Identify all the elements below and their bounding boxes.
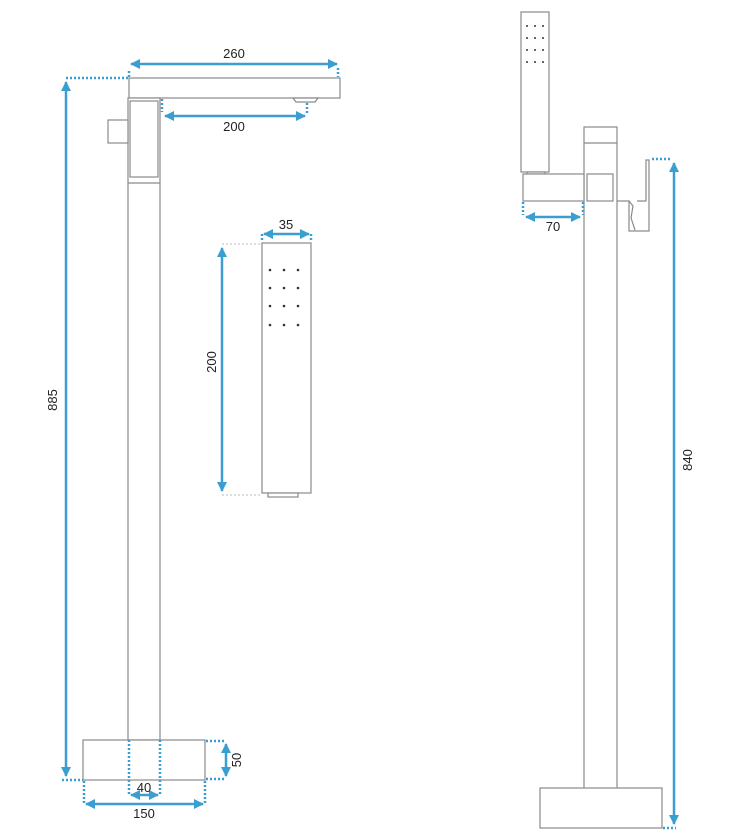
side-base — [539, 787, 663, 829]
spout — [128, 77, 341, 99]
column-width-label: 40 — [137, 780, 151, 795]
hand-shower-view: 35 200 — [204, 217, 313, 498]
shower-holder — [522, 173, 585, 202]
front-view: 885 260 200 40 150 50 — [45, 46, 341, 821]
side-height-label: 840 — [680, 449, 695, 471]
hand-shower-length-label: 200 — [204, 351, 219, 373]
side-view: 70 840 — [520, 11, 695, 830]
side-lever — [617, 159, 650, 232]
holder-depth-label: 70 — [546, 219, 560, 234]
side-hand-shower — [520, 11, 550, 173]
spray-holes — [268, 268, 300, 327]
column — [127, 97, 161, 741]
base — [82, 739, 206, 781]
hand-shower-width-label: 35 — [279, 217, 293, 232]
spout-length-label: 260 — [223, 46, 245, 61]
side-column — [583, 126, 618, 791]
spout-aerator — [291, 97, 320, 103]
base-height-label: 50 — [229, 753, 244, 767]
spout-reach-label: 200 — [223, 119, 245, 134]
hand-shower — [261, 242, 312, 494]
total-height-label: 885 — [45, 389, 60, 411]
mixer-body — [129, 100, 159, 178]
handle — [107, 119, 129, 144]
base-width-label: 150 — [133, 806, 155, 821]
